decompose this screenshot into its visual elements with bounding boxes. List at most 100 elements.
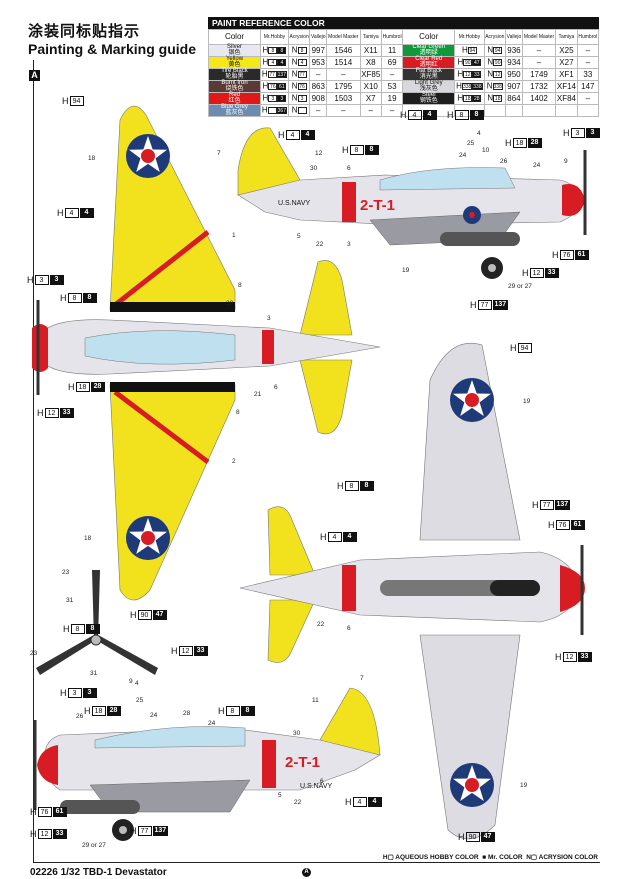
- callout-prefix: H: [505, 138, 512, 148]
- part-number-label: 7: [360, 675, 364, 682]
- callout-mr-color-code: 8: [364, 145, 379, 155]
- callout-prefix: H: [62, 96, 69, 106]
- callout-mr-color-code: 4: [79, 208, 94, 218]
- callout-mr-color-code: 4: [300, 130, 315, 140]
- callout-prefix: H: [470, 300, 477, 310]
- part-number-label: 19: [523, 398, 531, 405]
- callout-prefix: H: [320, 532, 327, 542]
- acrysion-code: N: [287, 104, 311, 117]
- callout-mr-color-code: 8: [240, 706, 255, 716]
- footer-kit-title: 02226 1/32 TBD-1 Devastator: [30, 867, 167, 878]
- callout-prefix: H: [60, 293, 67, 303]
- part-number-label: 29 or 27: [82, 842, 106, 849]
- callout-hobby-code: 12: [37, 829, 52, 839]
- part-number-label: 19: [402, 267, 410, 274]
- part-number-label: 18: [84, 535, 92, 542]
- callout-hobby-code: 12: [44, 408, 59, 418]
- callout-hobby-code: 8: [67, 293, 82, 303]
- callout-prefix: H: [37, 408, 44, 418]
- callout-mr-color-code: 33: [193, 646, 208, 656]
- callout-mr-color-code: 61: [570, 520, 585, 530]
- propeller-drawing: [36, 570, 158, 675]
- callout-prefix: H: [30, 807, 37, 817]
- callout-prefix: H: [563, 128, 570, 138]
- callout-hobby-code: 8: [349, 145, 364, 155]
- callout-prefix: H: [345, 797, 352, 807]
- part-number-label: 30: [293, 730, 301, 737]
- part-number-label: 24: [150, 712, 158, 719]
- callout-prefix: H: [63, 624, 70, 634]
- callout-mr-color-code: 4: [422, 110, 437, 120]
- humbrol-code: –: [380, 104, 404, 117]
- callout-hobby-code: 18: [75, 382, 90, 392]
- callout-mr-color-code: 8: [85, 624, 100, 634]
- footer-sheet-mark: A: [302, 868, 311, 877]
- callout-hobby-code: 4: [64, 208, 79, 218]
- title-chinese: 涂装同标贴指示: [28, 23, 141, 40]
- part-number-label: 5: [297, 233, 301, 240]
- part-number-label: 2: [232, 458, 236, 465]
- part-number-label: 30: [310, 165, 318, 172]
- part-number-label: 31: [66, 597, 74, 604]
- callout-prefix: H: [447, 110, 454, 120]
- navy-marking: U.S.NAVY: [278, 200, 310, 207]
- callout-mr-color-code: 4: [367, 797, 382, 807]
- upper-wing-top: [109, 105, 236, 311]
- callout-prefix: H: [552, 250, 559, 260]
- callout-prefix: H: [68, 382, 75, 392]
- callout-prefix: H: [548, 520, 555, 530]
- part-number-label: 29 or 27: [508, 283, 532, 290]
- part-number-label: 4: [477, 130, 481, 137]
- callout-prefix: H: [342, 145, 349, 155]
- callout-hobby-code: 8: [344, 481, 359, 491]
- part-number-label: 23: [62, 569, 70, 576]
- part-number-label: 6: [347, 625, 351, 632]
- part-number-label: 3: [347, 241, 351, 248]
- callout-mr-color-code: 47: [480, 832, 495, 842]
- part-number-label: 9: [564, 158, 568, 165]
- part-number-label: 25: [136, 697, 144, 704]
- callout-prefix: H: [510, 343, 517, 353]
- code-marking: 2-T-1: [285, 754, 320, 771]
- part-number-label: 6: [347, 165, 351, 172]
- part-number-label: 6: [320, 778, 324, 785]
- part-number-label: 22: [316, 241, 324, 248]
- callout-prefix: H: [84, 706, 91, 716]
- callout-hobby-code: 4: [327, 532, 342, 542]
- callout-hobby-code: 18: [512, 138, 527, 148]
- callout-prefix: H: [278, 130, 285, 140]
- callout-prefix: H: [130, 610, 137, 620]
- part-number-label: 10: [482, 147, 490, 154]
